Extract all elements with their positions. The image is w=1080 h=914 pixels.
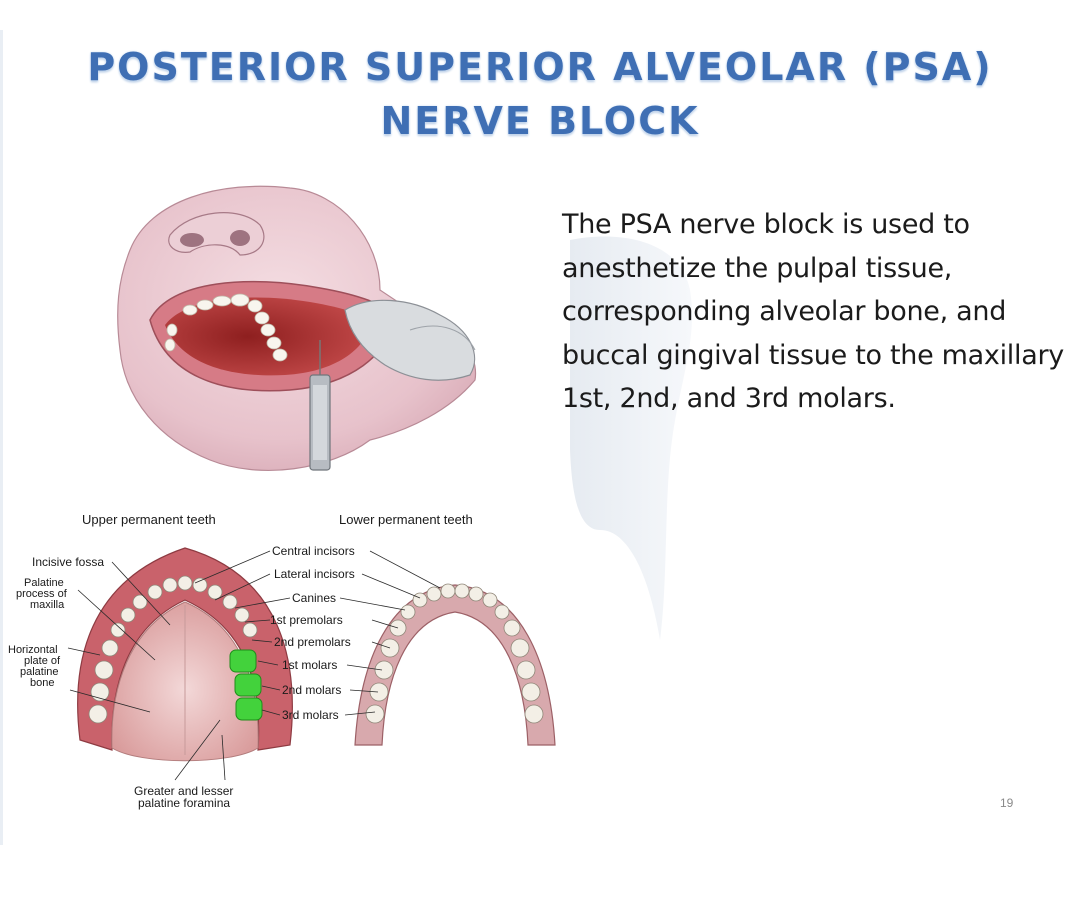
- description-text: The PSA nerve block is used to anestheti…: [562, 209, 1064, 414]
- title-line-1: POSTERIOR SUPERIOR ALVEOLAR (PSA): [87, 45, 993, 89]
- label-canines: Canines: [292, 591, 337, 605]
- label-horizontal-plate-2: plate of: [24, 655, 61, 667]
- label-1st-molars: 1st molars: [282, 658, 338, 672]
- highlighted-molars: [229, 649, 263, 721]
- page-number: 19: [1000, 796, 1014, 810]
- label-foramina-1: Greater and lesser: [134, 784, 234, 798]
- label-2nd-molars: 2nd molars: [282, 683, 342, 697]
- slide-title: POSTERIOR SUPERIOR ALVEOLAR (PSA) NERVE …: [20, 40, 1060, 148]
- label-palatine-process-2: process of: [16, 588, 67, 600]
- mouth-injection-illustration: [117, 185, 477, 472]
- bottom-margin: [0, 845, 1080, 914]
- label-central-incisors: Central incisors: [272, 544, 355, 558]
- label-incisive-fossa: Incisive fossa: [32, 555, 105, 569]
- label-lateral-incisors: Lateral incisors: [274, 567, 355, 581]
- label-1st-premolars: 1st premolars: [270, 613, 343, 627]
- label-2nd-premolars: 2nd premolars: [274, 635, 351, 649]
- lower-teeth-header: Lower permanent teeth: [339, 512, 473, 527]
- label-palatine-process-3: maxilla: [30, 599, 65, 611]
- title-line-2: NERVE BLOCK: [380, 99, 700, 143]
- label-palatine-process-1: Palatine: [24, 577, 64, 589]
- label-horizontal-plate-3: palatine: [20, 666, 59, 678]
- tooth-watermark: [570, 236, 693, 640]
- slide-edge: [0, 30, 3, 850]
- label-3rd-molars: 3rd molars: [282, 708, 339, 722]
- upper-teeth-header: Upper permanent teeth: [82, 512, 216, 527]
- label-horizontal-plate-1: Horizontal: [8, 644, 58, 656]
- label-foramina-2: palatine foramina: [138, 796, 231, 810]
- label-horizontal-plate-4: bone: [30, 677, 55, 689]
